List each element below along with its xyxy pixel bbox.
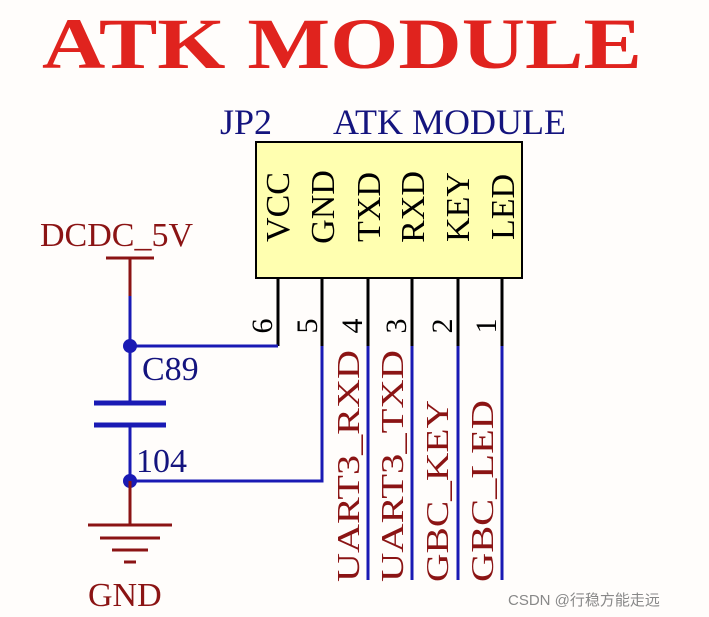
pin-name-led: LED bbox=[485, 174, 522, 240]
pin-number-5: 5 bbox=[291, 319, 324, 334]
pin-name-key: KEY bbox=[440, 172, 477, 242]
component-designator: JP2 bbox=[220, 102, 272, 142]
power-symbol bbox=[106, 256, 154, 296]
pin-number-4: 4 bbox=[336, 319, 369, 334]
pin-number-2: 2 bbox=[426, 319, 459, 334]
net-label-uart3-txd: UART3_TXD bbox=[374, 350, 410, 582]
module-body bbox=[255, 141, 523, 279]
pin-name-txd: TXD bbox=[351, 172, 388, 242]
net-label-uart3-rxd: UART3_RXD bbox=[330, 350, 366, 582]
pin-stubs bbox=[276, 278, 504, 346]
net-label-gbc-key: GBC_KEY bbox=[419, 400, 455, 582]
power-label: DCDC_5V bbox=[40, 217, 193, 254]
net-label-gbc-led: GBC_LED bbox=[464, 400, 500, 582]
pin-name-rxd: RXD bbox=[395, 171, 432, 243]
capacitor-designator: C89 bbox=[142, 351, 199, 388]
wire-gnd bbox=[130, 346, 324, 483]
component-name: ATK MODULE bbox=[333, 102, 566, 142]
pin-number-3: 3 bbox=[380, 319, 413, 334]
ground-symbol bbox=[88, 481, 172, 564]
ground-label: GND bbox=[88, 577, 162, 614]
pin-name-gnd: GND bbox=[305, 170, 342, 244]
pin-name-vcc: VCC bbox=[260, 172, 297, 242]
wires bbox=[128, 296, 504, 580]
capacitor-symbol bbox=[94, 400, 166, 428]
pin-number-6: 6 bbox=[246, 319, 279, 334]
schematic-title: ATK MODULE bbox=[42, 4, 642, 84]
junction-top bbox=[123, 339, 137, 353]
capacitor-value: 104 bbox=[136, 443, 187, 480]
pin-number-1: 1 bbox=[470, 319, 503, 334]
watermark: CSDN @行稳方能走远 bbox=[508, 592, 660, 609]
